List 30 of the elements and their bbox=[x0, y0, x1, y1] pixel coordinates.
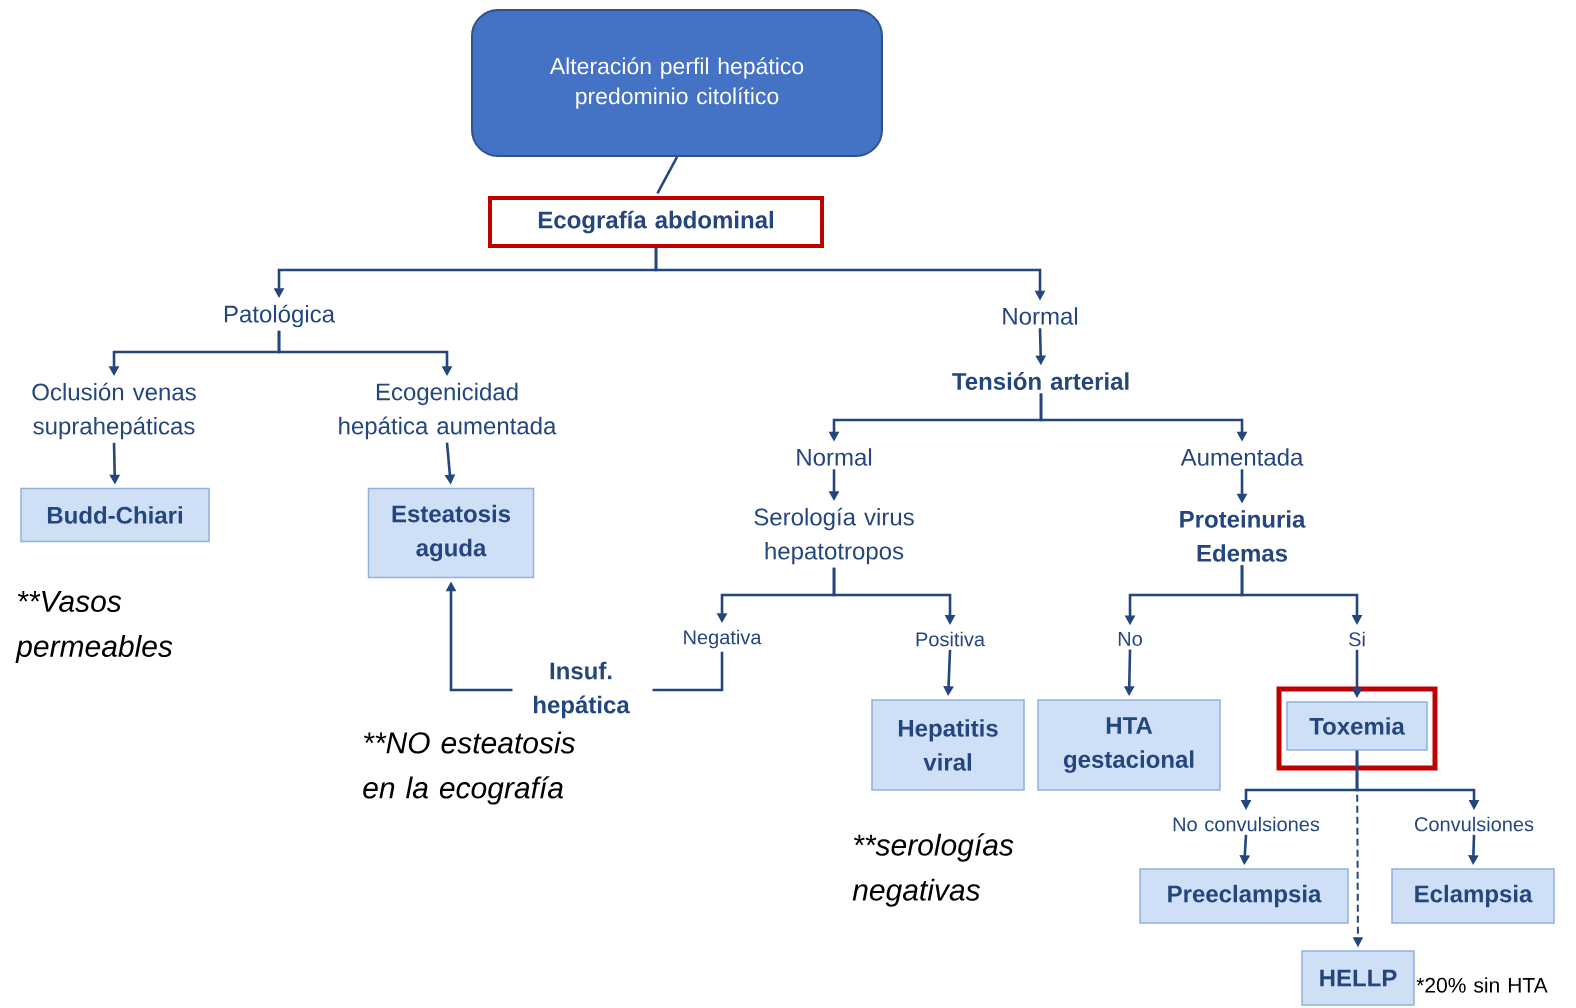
branch-label: No bbox=[1118, 632, 1142, 646]
diagnosis-box: Esteatosis aguda bbox=[367, 487, 535, 579]
branch-label: Normal bbox=[1003, 307, 1078, 325]
diagnosis-box: Budd-Chiari bbox=[20, 487, 210, 543]
diagnosis-box: HELLP bbox=[1301, 950, 1415, 1006]
diagnosis-box: Preeclampsia bbox=[1139, 868, 1349, 924]
branch-label: Oclusión venas suprahepáticas bbox=[32, 382, 196, 440]
branch-label: Normal bbox=[797, 448, 872, 466]
step-label: Insuf. hepática bbox=[534, 661, 630, 719]
note: **serologías negativas bbox=[852, 833, 1014, 907]
branch-label: Patológica bbox=[224, 304, 336, 328]
note: *20% sin HTA bbox=[1416, 977, 1548, 993]
note: **Vasos permeables bbox=[15, 591, 173, 663]
process-box: Alteración perfil hepático predominio citolítico bbox=[471, 9, 883, 157]
branch-label: No convulsiones bbox=[1173, 816, 1320, 832]
step-label: Proteinuria Edemas bbox=[1180, 510, 1306, 562]
step-label: Tensión arterial bbox=[952, 372, 1129, 390]
branch-label: Si bbox=[1349, 631, 1365, 647]
highlighted-diagnosis-box: Toxemia bbox=[1276, 686, 1438, 771]
branch-label: Aumentada bbox=[1180, 448, 1304, 466]
diagnosis-box: Hepatitis viral bbox=[871, 699, 1025, 791]
diagnosis-box: HTA gestacional bbox=[1037, 699, 1221, 791]
branch-label: Ecogenicidad hepática aumentada bbox=[339, 382, 557, 440]
diagnosis-box: Eclampsia bbox=[1391, 868, 1555, 924]
highlighted-step: Ecografía abdominal bbox=[488, 196, 824, 248]
branch-label: Convulsiones bbox=[1415, 816, 1534, 832]
branch-label: Positiva bbox=[916, 631, 985, 647]
branch-label: Serología virus hepatotropos bbox=[754, 507, 914, 565]
branch-label: Negativa bbox=[684, 629, 762, 649]
note: **NO esteatosis en la ecografía bbox=[363, 731, 575, 805]
